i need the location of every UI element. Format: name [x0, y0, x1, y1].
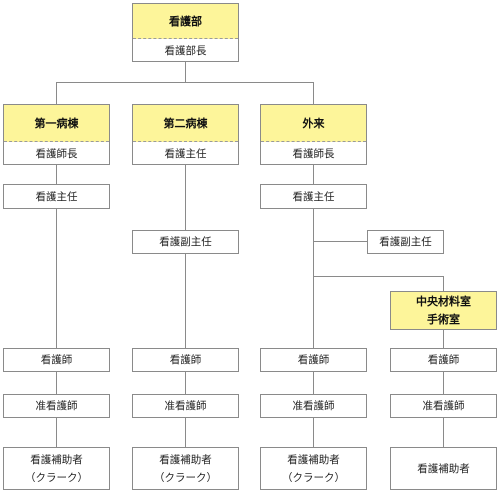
outpatient-clerk-label: （クラーク）: [282, 471, 345, 484]
ward-1-assoc-nurse-box: 准看護師: [3, 394, 110, 418]
nursing-department-title: 看護部: [133, 4, 238, 39]
ward-2-nurse-box: 看護師: [132, 348, 239, 372]
ward-1-clerk-label: （クラーク）: [25, 471, 88, 484]
ward-2-assistant-chief-box: 看護副主任: [132, 230, 239, 254]
ward-1-chief-box: 看護主任: [3, 184, 110, 209]
ward-2-manager-label: 看護主任: [164, 147, 207, 160]
ward-1-nurse-box: 看護師: [3, 348, 110, 372]
outpatient-chief-box: 看護主任: [260, 184, 367, 209]
central-supply-aide-box: 看護補助者: [390, 447, 497, 490]
ward-1-box: 第一病棟 看護師長: [3, 104, 110, 165]
ward-2-box: 第二病棟 看護主任: [132, 104, 239, 165]
ward-2-assoc-nurse-box: 准看護師: [132, 394, 239, 418]
ward-2-clerk-label: （クラーク）: [154, 471, 217, 484]
outpatient-assoc-nurse-box: 准看護師: [260, 394, 367, 418]
central-supply-label: 中央材料室: [416, 294, 471, 308]
operating-room-label: 手術室: [427, 312, 460, 326]
ward-2-title: 第二病棟: [133, 105, 238, 142]
outpatient-aide-label: 看護補助者: [287, 453, 340, 466]
central-supply-or-box: 中央材料室 手術室: [390, 291, 497, 330]
central-supply-nurse-box: 看護師: [390, 348, 497, 372]
central-supply-or-title: 中央材料室 手術室: [391, 292, 496, 329]
outpatient-nurse-box: 看護師: [260, 348, 367, 372]
ward-2-aide-box: 看護補助者 （クラーク）: [132, 447, 239, 490]
ward-1-aide-label: 看護補助者: [30, 453, 83, 466]
outpatient-box: 外来 看護師長: [260, 104, 367, 165]
central-supply-assoc-nurse-box: 准看護師: [390, 394, 497, 418]
outpatient-aide-box: 看護補助者 （クラーク）: [260, 447, 367, 490]
outpatient-manager-label: 看護師長: [292, 147, 335, 160]
outpatient-title: 外来: [261, 105, 366, 142]
ward-1-manager-label: 看護師長: [35, 147, 78, 160]
central-supply-aide-label: 看護補助者: [417, 462, 470, 475]
ward-2-aide-label: 看護補助者: [159, 453, 212, 466]
ward-1-title: 第一病棟: [4, 105, 109, 142]
nursing-director-label: 看護部長: [164, 44, 207, 57]
outpatient-assistant-chief-box: 看護副主任: [367, 230, 444, 254]
ward-1-aide-box: 看護補助者 （クラーク）: [3, 447, 110, 490]
nursing-department-box: 看護部 看護部長: [132, 3, 239, 62]
